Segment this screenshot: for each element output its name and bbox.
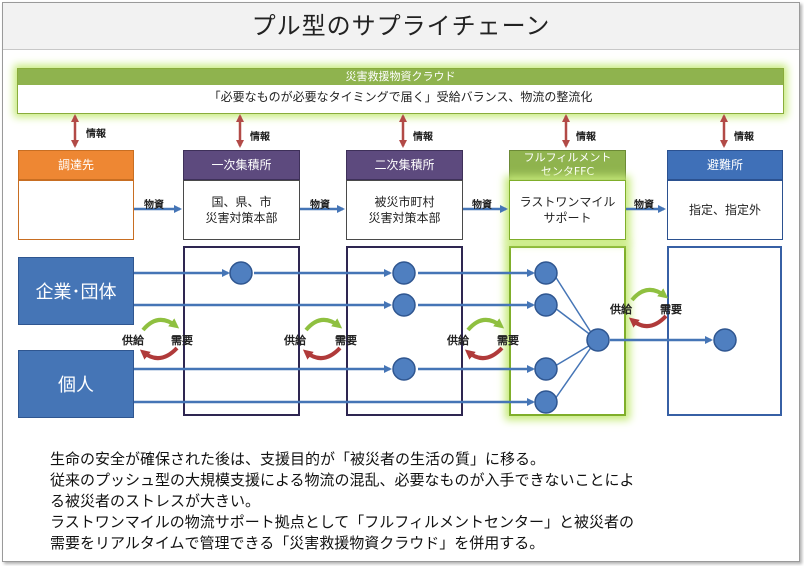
supply-label-2: 供給 [284,334,306,347]
nodes [229,261,737,414]
companies-organizations-box: 企業･団体 [18,257,134,325]
cycle-icon-red-2 [302,346,342,360]
goods-label-4: 物資 [634,200,654,211]
goods-label-3: 物資 [472,200,492,211]
node-shelter [713,328,737,352]
info-arrows [71,114,728,148]
stage-body-shelter: 指定、指定外 [667,180,783,240]
node-ffc-d [534,390,558,414]
cycle-icon-green-4 [630,288,669,302]
node-ffc-a [534,261,558,285]
description-text: 生命の安全が確保された後は、支援目的が「被災者の生活の質」に移る。 従来のプッシ… [50,449,770,554]
cycle-icons [139,288,669,360]
flow-lines [134,269,713,406]
note-line: ラストワンマイルの物流サポート拠点として「フルフィルメントセンター」と被災者の [50,513,634,531]
stage-header-shelter: 避難所 [667,150,783,180]
note-line: る被災者のストレスが大きい。 [50,492,261,510]
demand-label-1: 需要 [171,334,193,347]
cloud-body: 「必要なものが必要なタイミングで届く」受給バランス、物流の整流化 [208,90,593,104]
goods-label-2: 物資 [310,200,330,211]
note-line: 需要をリアルタイムで管理できる「災害救援物資クラウド」を併用する。 [50,534,545,552]
stage-body-ffc: ラストワンマイル サポート [509,180,626,240]
stage-header-ffc: フルフィルメント センタFFC [509,150,626,180]
stage-header-supplier: 調達先 [18,150,134,180]
demand-label-2: 需要 [335,334,357,347]
node-ffc-b [534,293,558,317]
node-secondary-b [392,293,416,317]
node-ffc-c [534,357,558,381]
cycle-icon-green-1 [141,318,180,332]
info-label-ffc: 情報 [576,132,596,143]
demand-label-3: 需要 [497,334,519,347]
individuals-box: 個人 [18,350,134,418]
supply-label-1: 供給 [122,334,144,347]
node-secondary-c [392,357,416,381]
supply-label-3: 供給 [447,334,469,347]
info-label-primary: 情報 [250,132,270,143]
note-line: 従来のプッシュ型の大規模支援による物流の混乱、必要なものが入手できないことによ [50,471,635,489]
cycle-icon-red-1 [139,346,179,360]
stage-body-secondary-depot: 被災市町村 災害対策本部 [346,180,463,240]
cycle-icon-green-2 [304,318,343,332]
info-label-shelter: 情報 [734,132,754,143]
supply-label-4: 供給 [610,303,632,316]
node-ffc-out [586,328,610,352]
stage-header-secondary-depot: 二次集積所 [346,150,463,180]
node-primary [229,261,253,285]
disaster-relief-cloud: 災害救援物資クラウド 「必要なものが必要なタイミングで届く」受給バランス、物流の… [17,68,784,114]
cycle-icon-green-3 [466,318,505,332]
info-label-secondary: 情報 [413,132,433,143]
node-secondary-a [392,261,416,285]
goods-label-1: 物資 [144,200,164,211]
stage-header-primary-depot: 一次集積所 [183,150,300,180]
info-label-supplier: 情報 [86,129,106,140]
demand-label-4: 需要 [660,303,682,316]
cycle-icon-red-3 [464,346,504,360]
cycle-icon-red-4 [628,314,668,328]
stage-body-supplier [18,180,134,240]
page-title: プル型のサプライチェーン [3,3,799,50]
stage-body-primary-depot: 国、県、市 災害対策本部 [183,180,300,240]
note-line: 生命の安全が確保された後は、支援目的が「被災者の生活の質」に移る。 [50,450,546,468]
cloud-header: 災害救援物資クラウド [18,69,783,85]
